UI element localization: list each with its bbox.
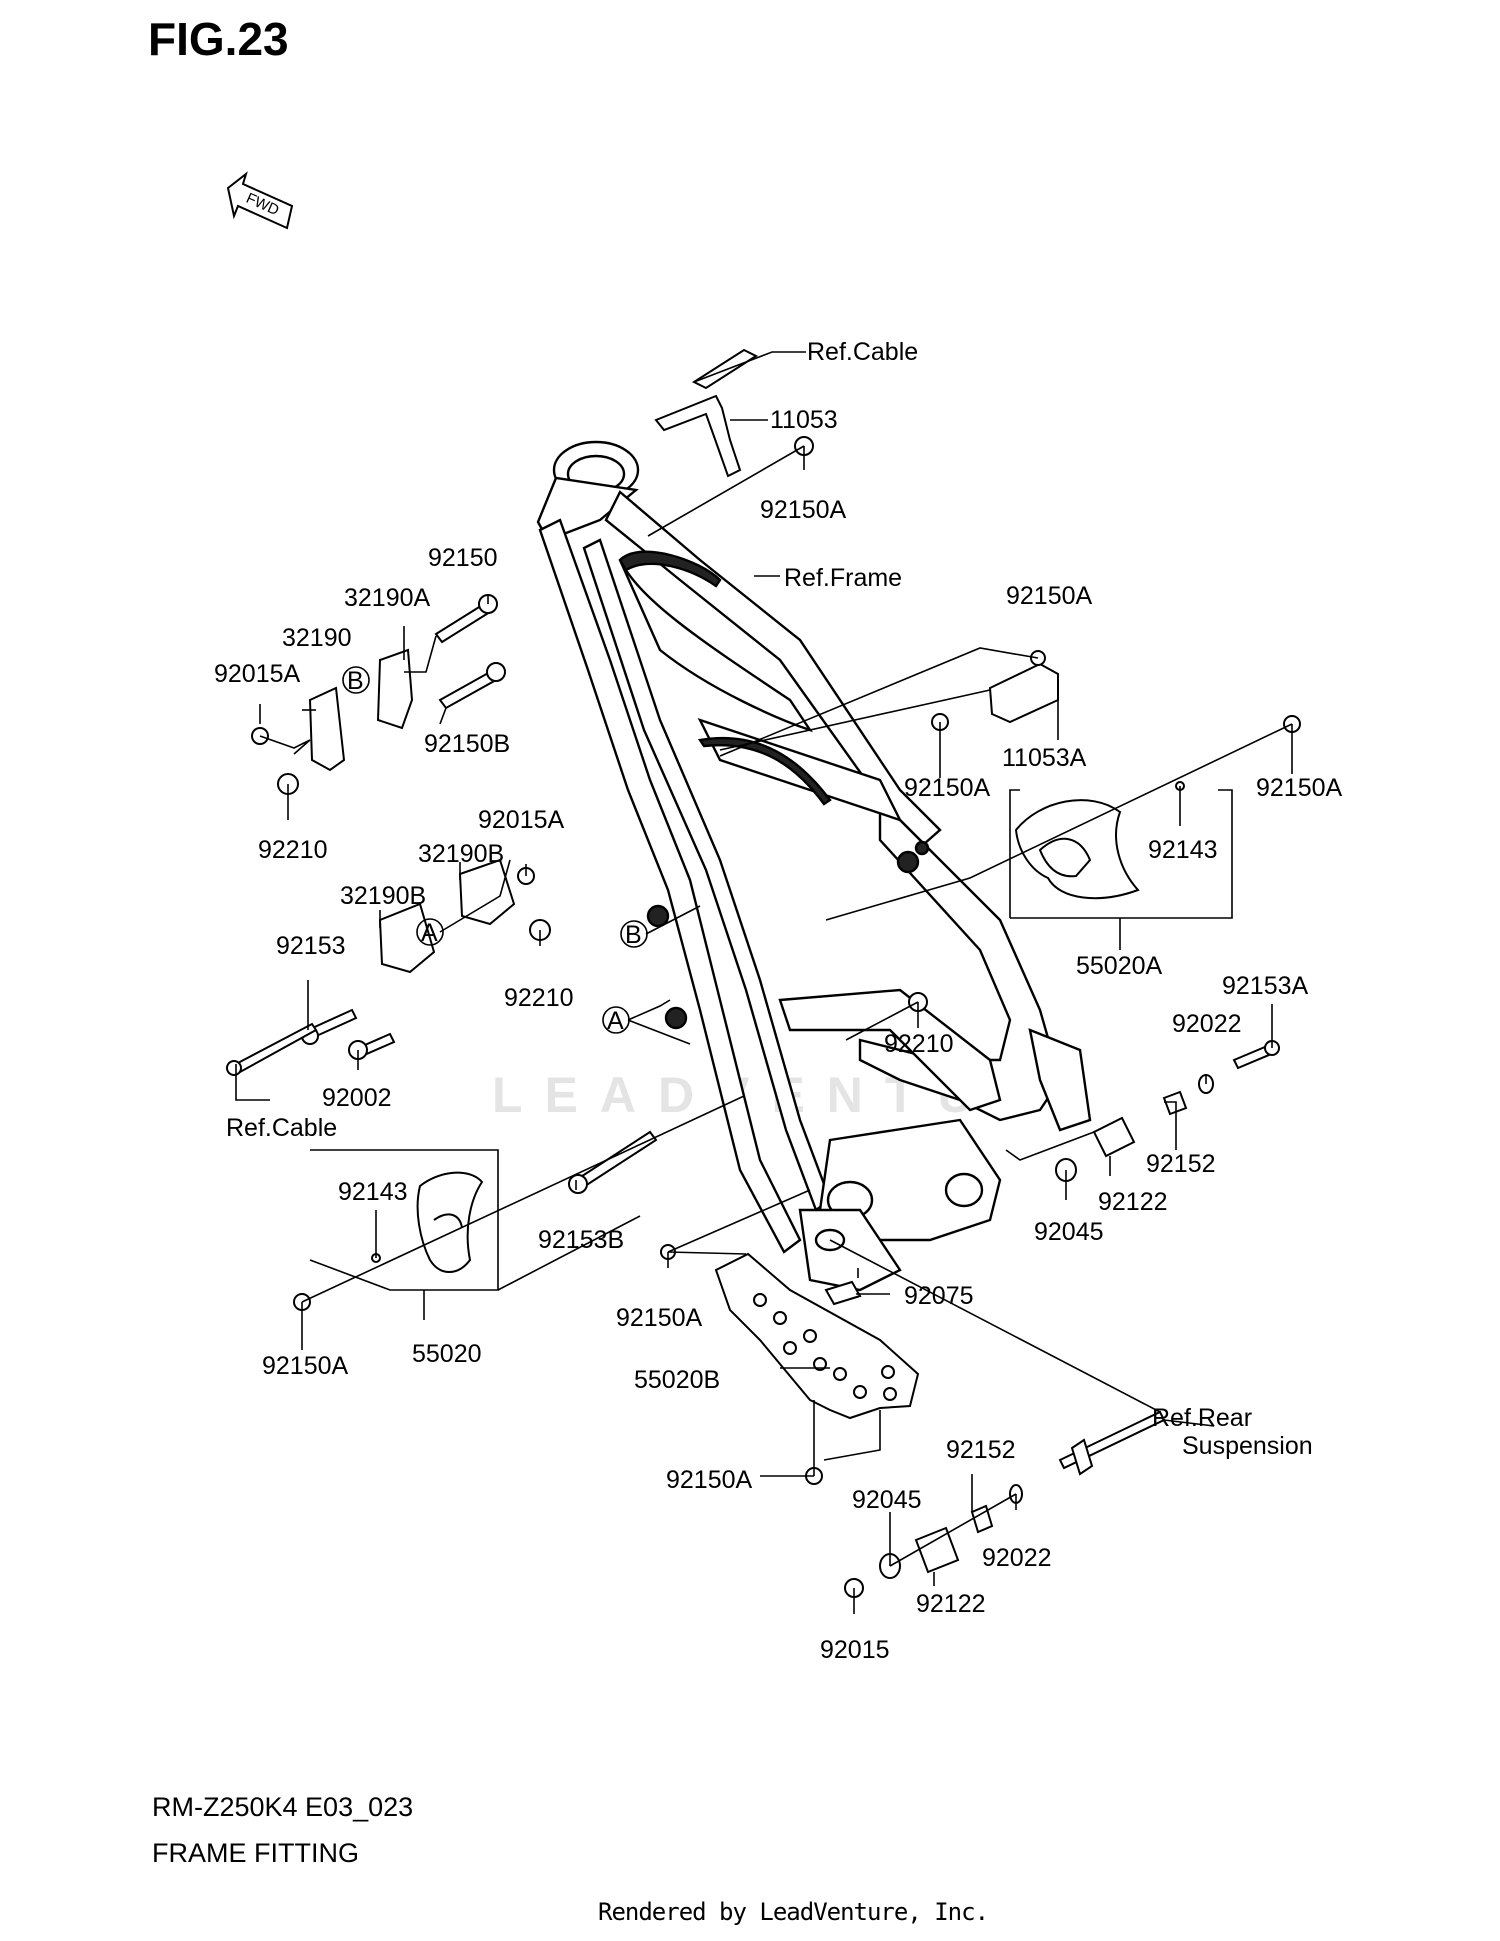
- circle-ref-b-left: B: [342, 666, 370, 695]
- circle-ref-b-center: B: [620, 920, 648, 949]
- label-92150b: 92150B: [424, 730, 510, 758]
- bolt-92153b: [574, 1130, 658, 1190]
- section-name: FRAME FITTING: [152, 1838, 359, 1868]
- label-92150a-right-top: 92150A: [1006, 582, 1093, 610]
- label-55020a: 55020A: [1076, 952, 1163, 980]
- render-credit: Rendered by LeadVenture, Inc.: [598, 1898, 989, 1926]
- label-92210-center: 92210: [884, 1030, 954, 1058]
- fwd-arrow-icon: FWD: [226, 171, 294, 230]
- label-92122-right: 92122: [1098, 1188, 1168, 1216]
- label-92150a-left-bottom: 92150A: [262, 1352, 349, 1380]
- label-ref-frame: Ref.Frame: [784, 564, 902, 592]
- label-55020: 55020: [412, 1340, 482, 1368]
- label-92153b: 92153B: [538, 1226, 624, 1254]
- circle-ref-a-center: A: [602, 1006, 630, 1035]
- plate-32190b-upper: [458, 858, 516, 926]
- bracket-11053a: [988, 662, 1059, 724]
- label-92075: 92075: [904, 1282, 974, 1310]
- label-92210-left: 92210: [258, 836, 328, 864]
- label-11053a: 11053A: [1002, 744, 1087, 772]
- callout-labels: Ref.Cable 11053 92150A Ref.Frame 92150 3…: [214, 338, 1343, 1664]
- bushing-92122-right: [1092, 1116, 1136, 1158]
- label-92015a-left: 92015A: [214, 660, 301, 688]
- label-92045-bottom: 92045: [852, 1486, 922, 1514]
- collar-92152-right: [1162, 1090, 1188, 1116]
- skid-plate-holes: [753, 1293, 897, 1401]
- svg-text:A: A: [421, 919, 438, 947]
- label-92150a-far-right: 92150A: [1256, 774, 1343, 802]
- plate-32190b-lower: [378, 902, 436, 974]
- label-32190a: 32190A: [344, 584, 431, 612]
- label-92153: 92153: [276, 932, 346, 960]
- label-ref-rear-line2: Suspension: [1182, 1432, 1313, 1460]
- label-92122-bottom: 92122: [916, 1590, 986, 1618]
- figure-title: FIG.23: [148, 13, 289, 65]
- label-92150a-skid: 92150A: [616, 1304, 703, 1332]
- label-92045-right: 92045: [1034, 1218, 1104, 1246]
- pad-92075: [824, 1280, 862, 1306]
- label-92210-mid: 92210: [504, 984, 574, 1012]
- label-ref-rear-line1: Ref.Rear: [1152, 1404, 1252, 1432]
- label-92150: 92150: [428, 544, 498, 572]
- label-ref-cable-top: Ref.Cable: [807, 338, 918, 366]
- plate-32190a: [376, 648, 414, 730]
- label-11053: 11053: [770, 406, 838, 434]
- label-92143-left: 92143: [338, 1178, 408, 1206]
- label-92015a-mid: 92015A: [478, 806, 565, 834]
- bushing-92122-bottom: [914, 1526, 960, 1574]
- svg-text:B: B: [347, 667, 364, 695]
- cable-guide-top: [691, 348, 759, 390]
- label-32190b-upper: 32190B: [418, 840, 504, 868]
- label-92022-bottom: 92022: [982, 1544, 1052, 1572]
- label-92015: 92015: [820, 1636, 890, 1664]
- label-ref-cable-bottom: Ref.Cable: [226, 1114, 337, 1142]
- plate-32190: [308, 686, 346, 772]
- label-32190: 32190: [282, 624, 352, 652]
- label-92143-right: 92143: [1148, 836, 1218, 864]
- label-92150a-bottom: 92150A: [666, 1466, 753, 1494]
- bracket-11053: [654, 394, 742, 478]
- svg-text:B: B: [625, 921, 642, 949]
- label-55020b: 55020B: [634, 1366, 720, 1394]
- leader-lines: [235, 351, 1293, 1614]
- label-92152-bottom: 92152: [946, 1436, 1016, 1464]
- label-92153a: 92153A: [1222, 972, 1309, 1000]
- svg-text:A: A: [607, 1007, 624, 1035]
- label-92002: 92002: [322, 1084, 392, 1112]
- label-92152-right: 92152: [1146, 1150, 1216, 1178]
- cable-clip-bottom: [234, 1022, 318, 1074]
- label-32190b-lower: 32190B: [340, 882, 426, 910]
- motorcycle-frame: [536, 440, 1092, 1292]
- label-92150a-mid: 92150A: [904, 774, 991, 802]
- label-92022-right: 92022: [1172, 1010, 1242, 1038]
- collar-92152-bottom: [970, 1504, 994, 1534]
- model-code: RM-Z250K4 E03_023: [152, 1792, 414, 1822]
- label-92150a-top: 92150A: [760, 496, 847, 524]
- circle-ref-a-left: A: [416, 918, 444, 947]
